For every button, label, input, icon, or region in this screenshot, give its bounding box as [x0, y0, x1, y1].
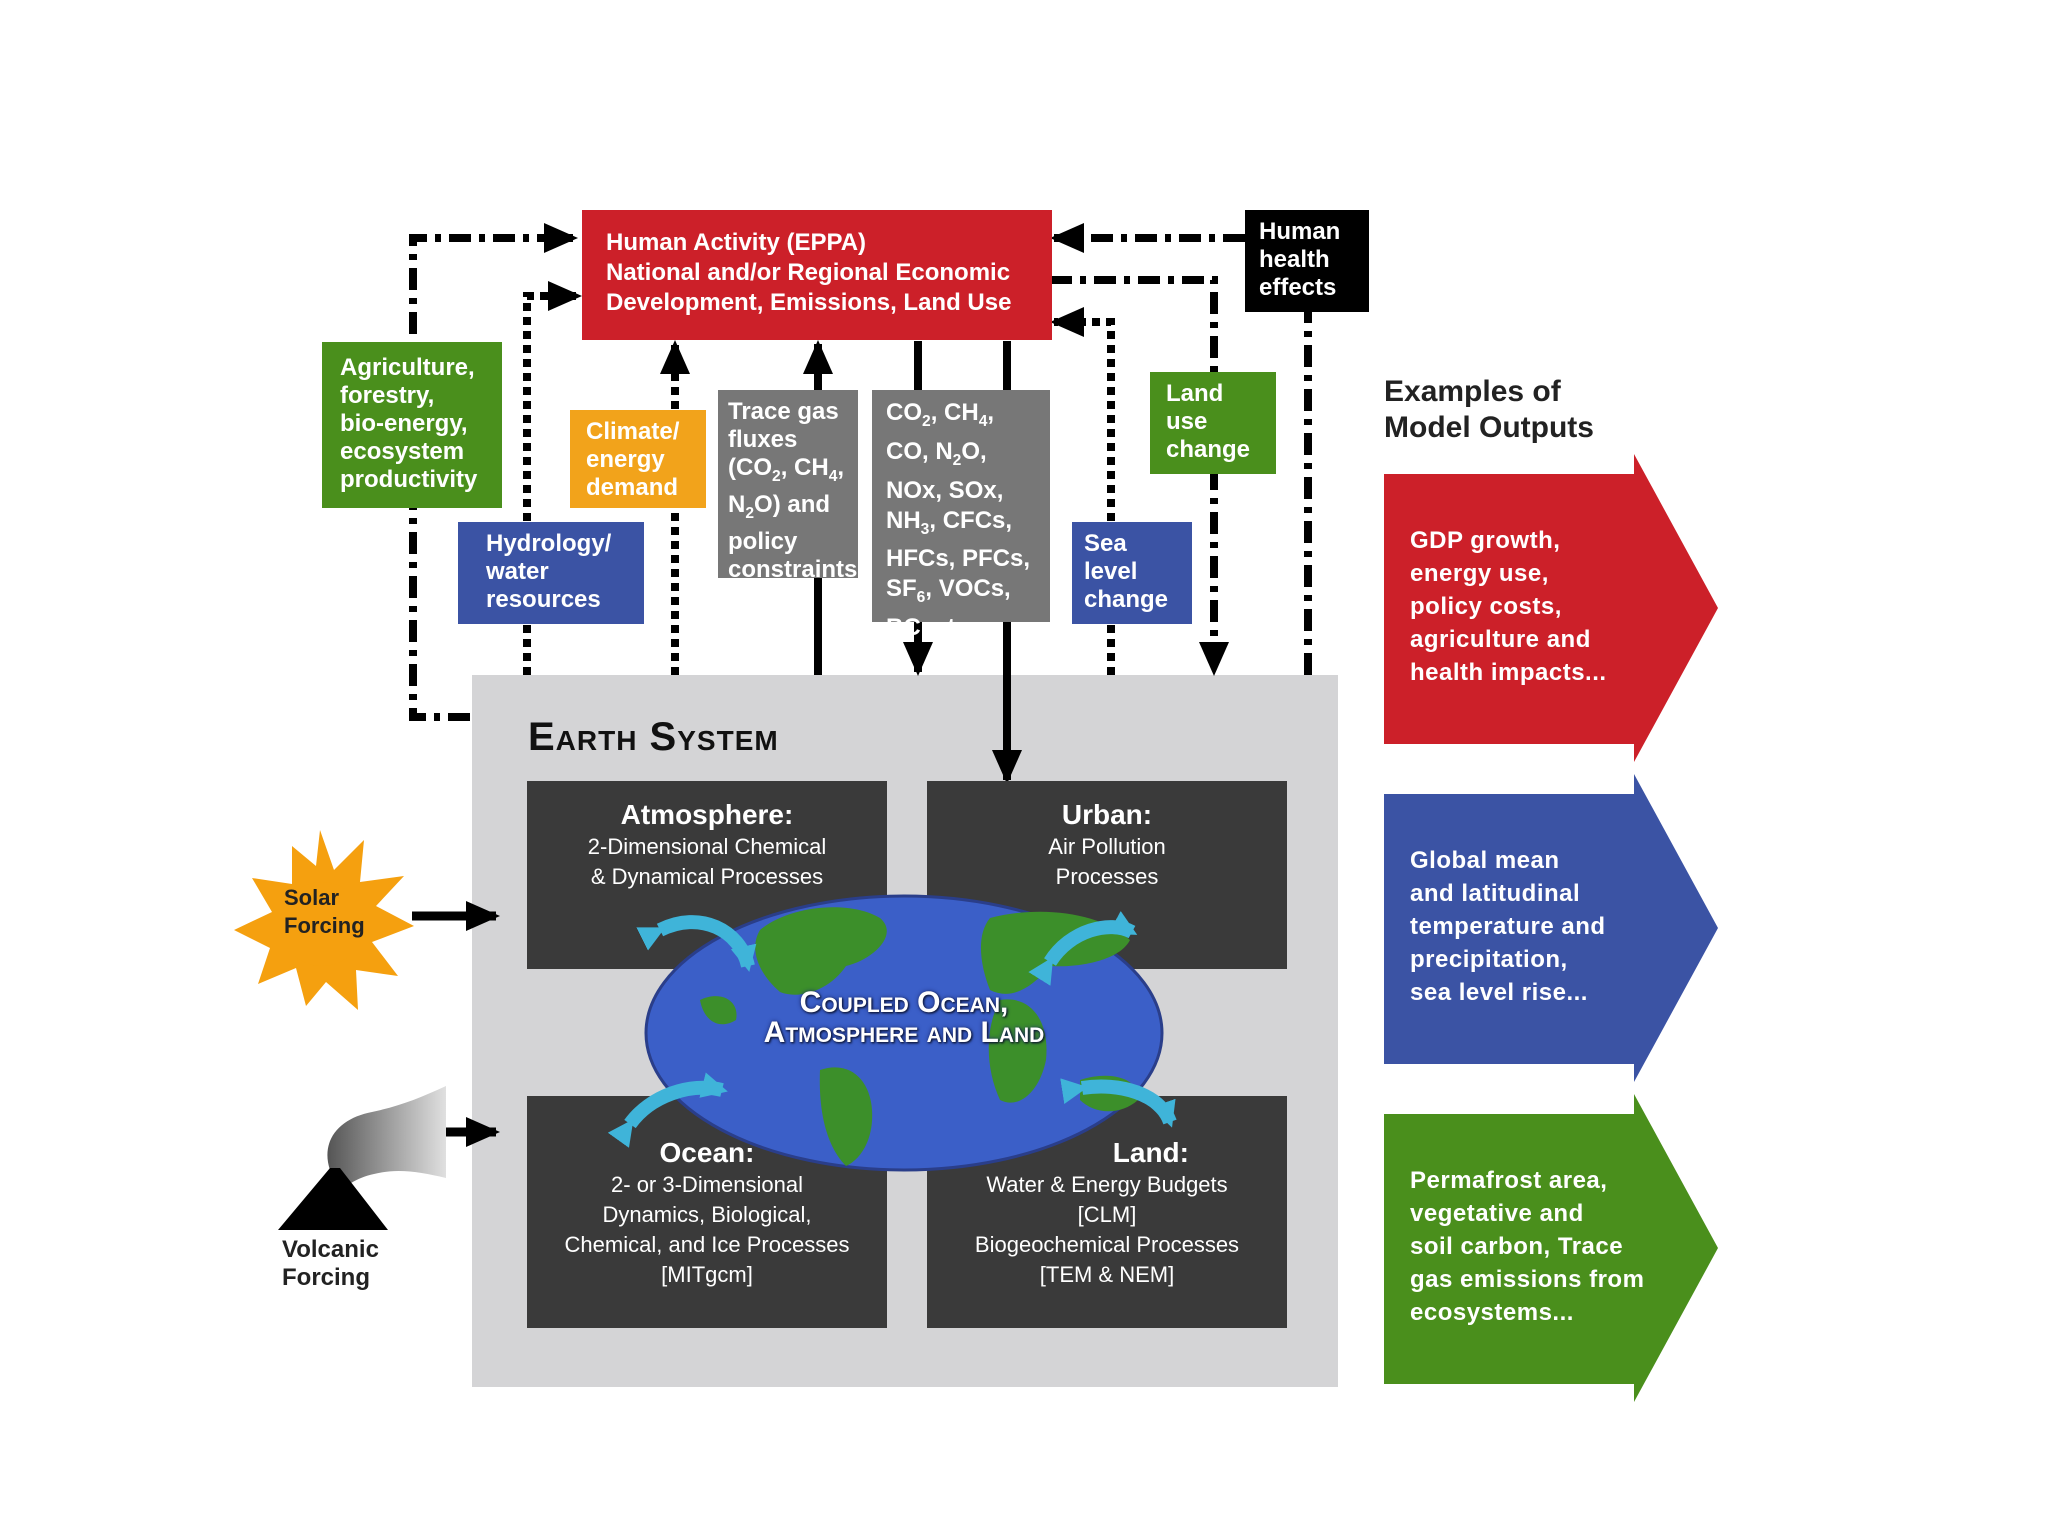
solar-forcing-label: Solar Forcing — [284, 885, 365, 938]
trace-gas-line2: fluxes — [728, 426, 798, 453]
agriculture-box: Agriculture, forestry, bio-energy, ecosy… — [322, 342, 502, 508]
emissions-line1: CO2, CH4, — [886, 399, 995, 430]
urban-text: Air Pollution Processes — [1048, 834, 1166, 889]
land-text: Water & Energy Budgets [CLM] Biogeochemi… — [974, 1172, 1240, 1287]
emissions-line4: NH3, CFCs, — [886, 506, 1013, 538]
output-text-ecosystem: Permafrost area, vegetative and soil car… — [1410, 1167, 1645, 1326]
emissions-line3: NOx, SOx, — [886, 476, 1004, 504]
output-text-economic: GDP growth, energy use, policy costs, ag… — [1410, 527, 1607, 686]
trace-gas-box: Trace gas fluxes (CO2, CH4, N2O) and pol… — [718, 390, 858, 583]
land-box: Land: Water & Energy Budgets [CLM] Bioge… — [927, 1136, 1287, 1322]
hydrology-box: Hydrology/ water resources — [458, 522, 644, 624]
climate-energy-box: Climate/ energy demand — [570, 410, 706, 508]
trace-gas-line4: N2O) and — [728, 490, 831, 522]
emissions-line5: HFCs, PFCs, — [886, 545, 1031, 573]
model-outputs-heading: Examples of Model Outputs — [1384, 375, 1594, 444]
exchange-arrow-ocean — [607, 1072, 728, 1148]
human-activity-line2: Development, Emissions, Land Use — [606, 289, 1012, 316]
atmosphere-text: 2-Dimensional Chemical & Dynamical Proce… — [587, 834, 827, 889]
volcanic-forcing-label: Volcanic Forcing — [282, 1236, 379, 1291]
ocean-text: 2- or 3-Dimensional Dynamics, Biological… — [564, 1172, 850, 1287]
human-health-box: Human health effects — [1245, 210, 1369, 312]
feedback-arrow-land-use — [1050, 276, 1229, 676]
output-text-climate: Global mean and latitudinal temperature … — [1410, 847, 1606, 1006]
coupled-line2: Atmosphere and Land — [763, 1016, 1045, 1049]
trace-gas-line3: (CO2, CH4, — [728, 454, 845, 485]
earth-system-title: Earth System — [528, 715, 779, 759]
atmosphere-box: Atmosphere: 2-Dimensional Chemical & Dyn… — [527, 798, 887, 908]
emissions-box: CO2, CH4, CO, N2O, NOx, SOx, NH3, CFCs, … — [872, 390, 1050, 641]
ocean-box: Ocean: 2- or 3-Dimensional Dynamics, Bio… — [527, 1136, 887, 1322]
emissions-line7: BC, etc. — [886, 614, 976, 642]
coupled-label: Coupled Ocean, Atmosphere and Land — [674, 988, 1134, 1072]
atmosphere-title: Atmosphere: — [620, 799, 794, 830]
emissions-line6: SF6, VOCs, — [886, 575, 1011, 607]
land-title: Land: — [1112, 1137, 1189, 1168]
exchange-arrow-urban — [1028, 911, 1138, 986]
human-activity-line1: National and/or Regional Economic — [606, 259, 1011, 286]
coupled-line1: Coupled Ocean, — [799, 986, 1009, 1019]
trace-gas-line6: constraints — [728, 555, 858, 583]
sea-level-box: Sea level change — [1072, 522, 1192, 624]
output-arrow-blue — [1384, 774, 1718, 1082]
sun-icon — [234, 830, 414, 1010]
output-arrow-red — [1384, 454, 1718, 762]
emissions-line2: CO, N2O, — [886, 437, 987, 469]
land-use-box: Land use change — [1150, 372, 1276, 474]
trace-gas-line5: policy — [728, 527, 798, 555]
exchange-arrow-land — [1060, 1078, 1177, 1128]
urban-box: Urban: Air Pollution Processes — [927, 798, 1287, 908]
volcano-icon — [278, 1086, 446, 1230]
ocean-title: Ocean: — [659, 1137, 755, 1168]
human-activity-box: Human Activity (EPPA) National and/or Re… — [582, 210, 1052, 340]
exchange-arrow-atmosphere — [636, 915, 757, 972]
urban-title: Urban: — [1061, 799, 1153, 830]
trace-gas-line1: Trace gas — [728, 398, 839, 425]
human-activity-title: Human Activity (EPPA) — [606, 229, 867, 256]
output-arrow-green — [1384, 1094, 1718, 1402]
